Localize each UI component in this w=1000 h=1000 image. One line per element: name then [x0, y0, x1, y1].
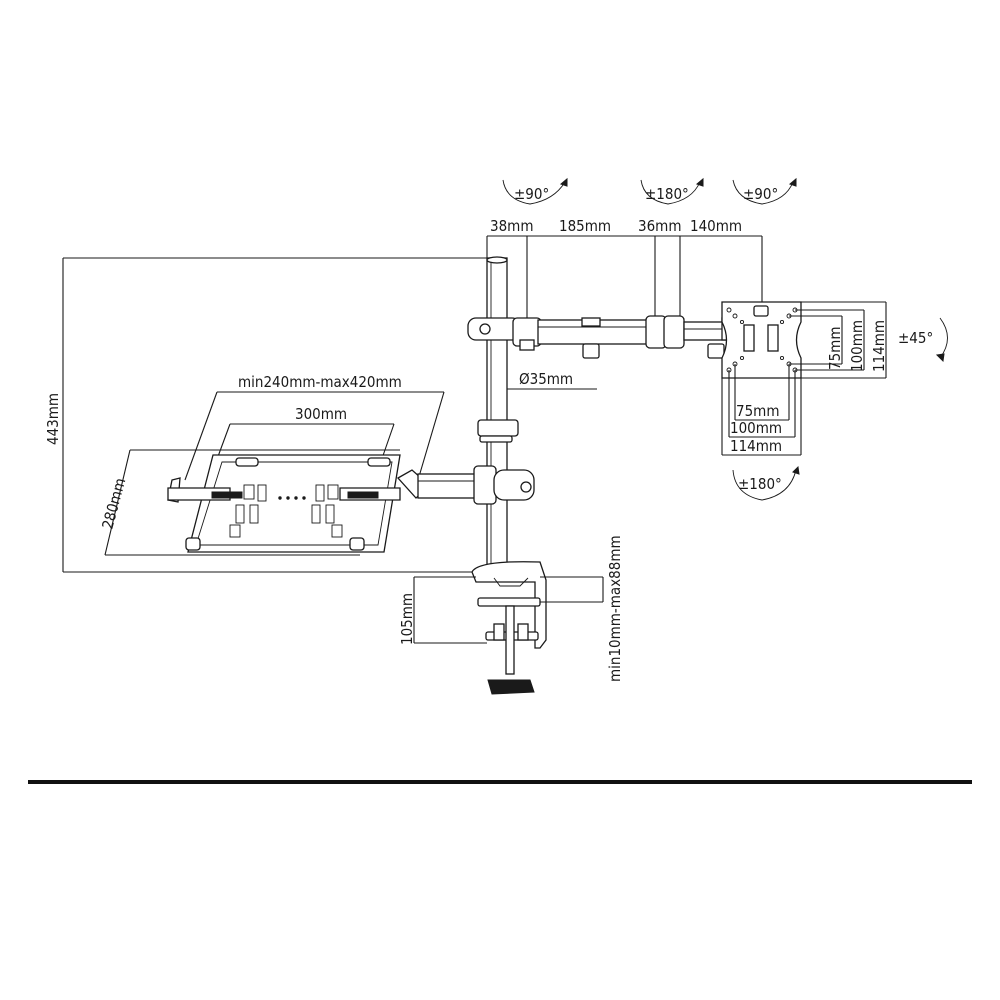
dimension-443: [62, 257, 487, 573]
label-vesa-h100: 100mm: [730, 419, 782, 437]
label-dim-105: 105mm: [398, 593, 416, 645]
bottom-divider: [28, 780, 972, 784]
tilt-arrow: [935, 317, 948, 363]
vesa-vertical-dims: [789, 301, 887, 379]
label-vesa-v75: 75mm: [826, 327, 844, 370]
label-tray-280: 280mm: [98, 476, 129, 531]
laptop-tray: [167, 454, 401, 553]
label-swivel: ±180°: [738, 475, 782, 493]
top-dimension-lines: [486, 235, 763, 322]
vesa-horizontal-dims: [721, 364, 802, 456]
vesa-plate: [721, 301, 802, 379]
label-clamp-range: min10mm-max88mm: [606, 535, 624, 682]
lower-arm: [396, 465, 535, 505]
swivel-arrow: [732, 465, 800, 501]
label-vesa-v100: 100mm: [848, 320, 866, 372]
dimension-clamp-range: [540, 576, 604, 603]
rotation-arrow-left: [502, 177, 568, 205]
label-rotation-left: ±90°: [514, 185, 549, 203]
upper-arm: [467, 315, 735, 359]
tray-range-dim: [184, 391, 445, 481]
rotation-arrow-right: [732, 177, 797, 205]
label-tray-300: 300mm: [295, 405, 347, 423]
label-rotation-right: ±90°: [743, 185, 778, 203]
rotation-arrow-mid: [640, 177, 704, 205]
tray-280-dim: [104, 449, 400, 556]
label-vesa-h75: 75mm: [736, 402, 779, 420]
label-dim-36: 36mm: [638, 217, 681, 235]
label-dim-38: 38mm: [490, 217, 533, 235]
pole: [486, 256, 508, 571]
label-pole-diameter: Ø35mm: [519, 370, 573, 388]
dimension-105: [413, 576, 487, 644]
label-vesa-h114: 114mm: [730, 437, 782, 455]
label-tilt: ±45°: [898, 329, 933, 347]
label-tray-range: min240mm-max420mm: [238, 373, 402, 391]
label-vesa-v114: 114mm: [870, 320, 888, 372]
label-dim-140: 140mm: [690, 217, 742, 235]
desk-clamp: [471, 561, 547, 695]
label-dim-443: 443mm: [44, 393, 62, 445]
label-dim-185: 185mm: [559, 217, 611, 235]
label-rotation-mid: ±180°: [645, 185, 689, 203]
cable-clip: [477, 419, 519, 443]
